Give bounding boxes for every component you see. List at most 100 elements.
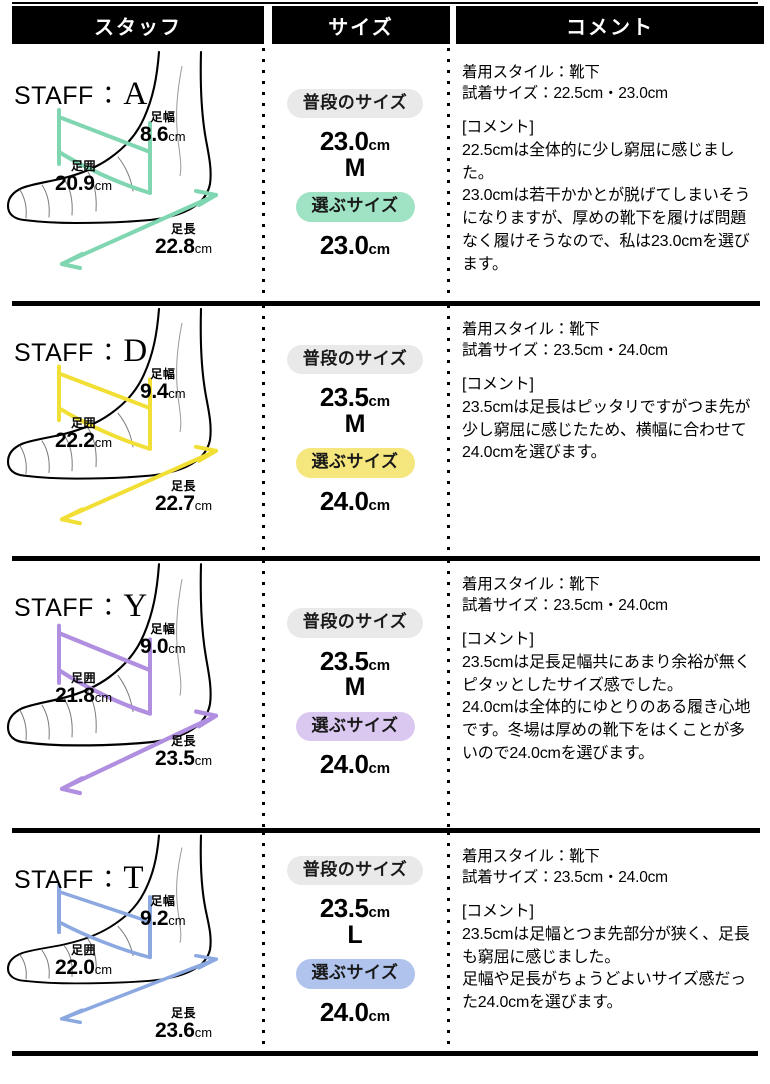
comment-paragraph: 23.5cmは足長足幅共にあまり余裕が無くピタッとしたサイズ感でした。 [462, 653, 751, 694]
chosen-size-unit: cm [368, 496, 391, 514]
staff-colon: ： [95, 594, 122, 622]
foot-width-label: 足幅 [150, 894, 176, 908]
comment-body: [コメント] 23.5cmは足幅とつま先部分が狭く、足長も窮屈に感じました。足幅… [462, 901, 760, 1015]
wearing-style-line: 着用スタイル：靴下 [462, 576, 600, 593]
staff-cell: STAFF：D 足幅 9.4cm 足囲 22.2cm 足長 22.7cm [0, 305, 262, 555]
chosen-size-value: 24.0cm [320, 751, 390, 778]
comment-cell: 着用スタイル：靴下 試着サイズ：23.5cm・24.0cm [コメント] 23.… [448, 832, 770, 1050]
tried-size-line: 試着サイズ：23.5cm・24.0cm [462, 869, 668, 887]
comment-body: [コメント] 22.5cmは全体的に少し窮屈に感じました。23.0cmは若干かか… [462, 117, 760, 277]
chosen-size-unit: cm [368, 1007, 391, 1025]
foot-girth-label: 足囲 [71, 943, 97, 957]
foot-girth-unit: cm [94, 434, 113, 450]
comment-paragraph: 23.5cmは足長はピッタリですがつま先が少し窮屈に感じたため、横幅に合わせて2… [462, 398, 751, 462]
usual-size-letter: L [347, 920, 363, 949]
staff-colon: ： [95, 866, 122, 894]
table-top-rule [12, 2, 758, 4]
usual-size-number: 23.0 [319, 126, 369, 157]
chosen-size-number: 24.0 [319, 749, 369, 780]
foot-width-unit: cm [168, 912, 186, 928]
foot-width-unit: cm [168, 128, 186, 144]
column-divider-left [262, 305, 265, 555]
foot-width-measure: 足幅 9.4cm [140, 368, 186, 403]
table-row: STAFF：Y 足幅 9.0cm 足囲 21.8cm 足長 23.5cm 普段の… [0, 560, 770, 827]
foot-length-measure: 足長 23.5cm [155, 735, 212, 770]
staff-label: STAFF：D [14, 333, 148, 370]
row-separator [12, 556, 760, 561]
staff-label: STAFF：A [14, 76, 148, 113]
staff-prefix: STAFF [14, 339, 94, 367]
chosen-size-unit: cm [368, 240, 391, 258]
foot-length-label: 足長 [171, 734, 197, 748]
chosen-size-value: 24.0cm [319, 485, 391, 516]
chosen-size-badge: 選ぶサイズ [295, 959, 415, 989]
foot-width-unit: cm [168, 385, 186, 401]
usual-size-badge: 普段のサイズ [286, 855, 424, 886]
size-cell: 普段のサイズ 23.5cm M 選ぶサイズ 24.0cm [262, 305, 448, 555]
staff-letter: Y [123, 588, 148, 624]
column-divider-right [447, 560, 450, 827]
usual-size-badge: 普段のサイズ [286, 344, 424, 375]
foot-width-measure: 足幅 8.6cm [140, 111, 186, 146]
staff-colon: ： [95, 339, 122, 367]
usual-size-letter: M [344, 673, 366, 702]
foot-width-value: 9.4 [140, 379, 169, 403]
foot-girth-label: 足囲 [71, 159, 97, 173]
foot-girth-value: 20.9 [55, 171, 95, 195]
chosen-size-value: 23.0cm [319, 229, 391, 260]
staff-cell: STAFF：T 足幅 9.2cm 足囲 22.0cm 足長 23.6cm [0, 832, 262, 1050]
comment-body: [コメント] 23.5cmは足長足幅共にあまり余裕が無くピタッとしたサイズ感でし… [462, 629, 760, 766]
table-row: STAFF：T 足幅 9.2cm 足囲 22.0cm 足長 23.6cm 普段の… [0, 832, 770, 1050]
staff-cell: STAFF：A 足幅 8.6cm 足囲 20.9 cm 足長 22.8cm [0, 48, 262, 300]
column-header-size: サイズ [272, 6, 450, 44]
foot-length-label: 足長 [171, 222, 197, 236]
chosen-size-number: 23.0 [319, 229, 369, 260]
chosen-size-badge: 選ぶサイズ [295, 448, 415, 478]
foot-length-unit: cm [194, 497, 213, 513]
usual-size-unit: cm [368, 393, 391, 411]
size-cell: 普段のサイズ 23.5cm M 選ぶサイズ 24.0cm [262, 560, 448, 827]
chosen-size-number: 24.0 [319, 485, 369, 516]
foot-girth-measure: 足囲 22.0cm [55, 944, 112, 979]
foot-length-value: 22.7 [155, 491, 195, 515]
staff-prefix: STAFF [14, 866, 94, 894]
column-divider-right [447, 48, 450, 300]
column-header-comment: コメント [456, 6, 764, 44]
comment-body: [コメント] 23.5cmは足長はピッタリですがつま先が少し窮屈に感じたため、横… [462, 374, 760, 466]
column-divider-left [262, 832, 265, 1050]
foot-width-measure: 足幅 9.2cm [140, 895, 186, 930]
foot-illustration [6, 563, 218, 796]
comment-tag: [コメント] [462, 902, 534, 920]
usual-size-number: 23.5 [319, 382, 369, 413]
chosen-size-number: 24.0 [319, 996, 369, 1027]
comment-tag: [コメント] [462, 118, 534, 136]
foot-width-measure: 足幅 9.0cm [140, 623, 186, 658]
foot-illustration [6, 307, 218, 526]
staff-colon: ： [95, 82, 122, 110]
foot-width-label: 足幅 [150, 622, 176, 636]
row-separator [12, 828, 760, 833]
foot-illustration [6, 50, 218, 270]
usual-size-value: 23.5cm [319, 645, 390, 676]
table-header-row: スタッフ サイズ コメント [0, 6, 770, 44]
usual-size-value: 23.0cm [320, 128, 390, 155]
comment-paragraph: 24.0cmは全体的にゆとりのある履き心地です。冬場は厚めの靴下をはくことが多い… [462, 699, 751, 763]
table-row: STAFF：A 足幅 8.6cm 足囲 20.9cm 足長 22.8cm 普段の… [0, 48, 770, 300]
tried-size-line: 試着サイズ：22.5cm・23.0cm [462, 85, 668, 103]
usual-size-letter: M [344, 409, 366, 438]
comment-paragraph: 23.0cmは若干かかとが脱げてしまいそうになりますが、厚めの靴下を履けば問題な… [462, 187, 751, 273]
staff-prefix: STAFF [14, 82, 94, 110]
comment-tag: [コメント] [462, 630, 534, 648]
usual-size-number: 23.5 [319, 893, 369, 924]
comment-paragraph: 足幅や足長がちょうどよいサイズ感だった24.0cmを選びます。 [462, 971, 746, 1012]
usual-size-number: 23.5 [319, 645, 369, 676]
column-header-staff: スタッフ [12, 6, 264, 44]
staff-letter: A [123, 76, 148, 112]
foot-length-measure: 足長 22.8cm [155, 223, 212, 258]
column-divider-right [447, 305, 450, 555]
foot-length-measure: 足長 22.7cm [155, 480, 212, 515]
chosen-size-badge: 選ぶサイズ [295, 192, 415, 222]
comment-cell: 着用スタイル：靴下 試着サイズ：22.5cm・23.0cm [コメント] 22.… [448, 48, 770, 300]
foot-width-value: 9.0 [140, 634, 169, 658]
foot-illustration [6, 834, 218, 1025]
